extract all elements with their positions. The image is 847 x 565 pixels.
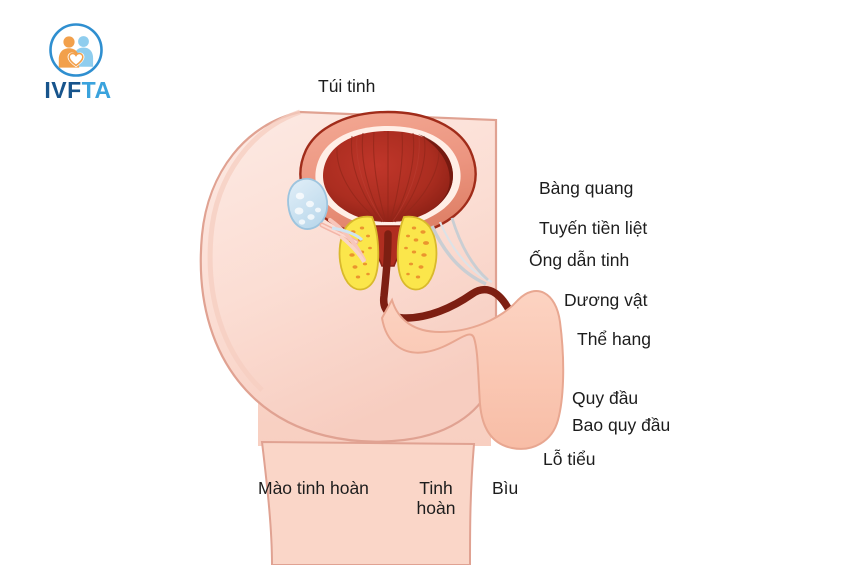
label-tinh-hoan: Tinh hoàn (416, 478, 456, 518)
label-mao-tinh-hoan: Mào tinh hoàn (258, 478, 369, 498)
ivfta-family-circle-logo (48, 22, 104, 78)
label-duong-vat: Dương vật (564, 290, 648, 310)
logo-word-primary: IVF (44, 77, 82, 103)
label-tuyen-tien-liet: Tuyến tiền liệt (539, 218, 648, 238)
label-tui-tinh: Túi tinh (318, 76, 376, 96)
label-biu: Bìu (492, 478, 519, 498)
label-lo-tieu: Lỗ tiểu (543, 449, 596, 469)
label-bao-quy-dau: Bao quy đầu (572, 415, 671, 435)
label-quy-dau: Quy đầu (572, 388, 639, 408)
logo-word-secondary: TA (81, 77, 112, 103)
label-bang-quang: Bàng quang (539, 178, 634, 198)
label-ong-dan-tinh: Ống dẫn tinh (529, 250, 630, 270)
logo-wordmark: IVFTA (30, 77, 126, 103)
ivfta-logo: IVFTA (30, 22, 126, 104)
label-the-hang: Thể hang (577, 329, 651, 349)
